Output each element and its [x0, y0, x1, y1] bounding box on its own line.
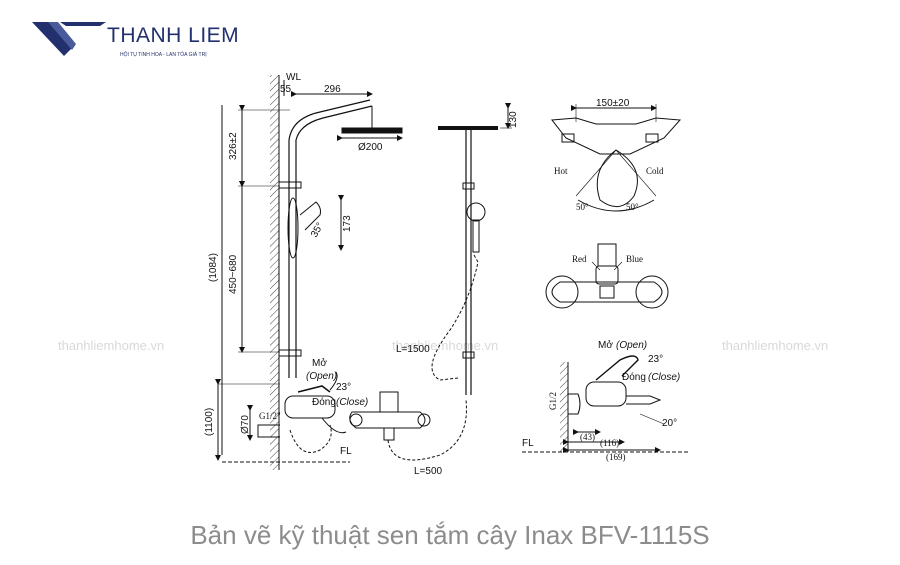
valve-front-cap: [597, 243, 617, 267]
dim-outlet: Ø70: [240, 415, 251, 434]
thread-label: G1/2": [259, 411, 281, 421]
valve-lever-angle: 23°: [648, 354, 663, 365]
shower-arm: [288, 99, 371, 141]
brand-logo-icon: [32, 22, 106, 56]
brand-tagline: HỘI TỤ TINH HOA - LAN TỎA GIÁ TRỊ: [120, 52, 207, 58]
front-mixer-outlet: [383, 428, 395, 441]
drawing-caption: Bản vẽ kỹ thuật sen tắm cây Inax BFV-111…: [190, 520, 710, 550]
hose-long-label: L=1500: [396, 344, 430, 355]
dim-head-drop: 326±2: [228, 132, 239, 160]
dim-floor-height: (1100): [204, 408, 215, 436]
angle-left: 50°: [576, 202, 589, 212]
open-label-en: (Open): [306, 371, 337, 382]
front-view-labels: 130 L=1500 L=500: [396, 111, 519, 477]
dim-slide-range: 450~680: [228, 254, 239, 294]
watermark-left: thanhliemhome.vn: [58, 338, 165, 353]
valve-open-label: Mở: [598, 339, 613, 351]
dim-wall-offset: 55: [280, 84, 292, 95]
front-hose-short: [387, 399, 467, 461]
top-lever: [596, 149, 638, 207]
valve-spout-angle: 20°: [662, 418, 677, 429]
valve-dim-c: (169): [606, 452, 626, 462]
open-label: Mở: [312, 357, 327, 369]
front-bracket-bottom: [462, 351, 475, 359]
cold-label: Cold: [646, 166, 664, 176]
top-view: [551, 104, 682, 212]
lever-angle-arc: [329, 371, 338, 391]
valve-side-wall-hatch: [560, 362, 568, 452]
watermark-center: thanhliemhome.vn: [392, 338, 499, 353]
valve-front-bar: [551, 281, 663, 303]
mixer-inlet: [257, 424, 280, 438]
valve-side-view: [522, 355, 690, 453]
technical-drawing: WL 55 296 326±2 450~680 (1084) (1100) Ø2…: [204, 72, 690, 477]
top-view-labels: 150±20 Hot Cold 50° 50°: [554, 98, 664, 212]
hand-shower-head: [299, 201, 321, 231]
wall-bracket-bottom: [278, 349, 302, 357]
hose-loop: [289, 424, 332, 453]
valve-front-outlet: [599, 285, 615, 299]
dim-head-height: 130: [508, 111, 519, 128]
floor-label: FL: [340, 446, 352, 457]
side-view-labels: WL 55 296 326±2 450~680 (1084) (1100) Ø2…: [204, 72, 383, 457]
top-angle-arc: [577, 199, 655, 212]
valve-front-view: [545, 243, 669, 309]
dim-hand-length: 173: [342, 215, 353, 232]
angle-right: 50°: [626, 202, 639, 212]
valve-side-spout: [626, 395, 662, 405]
front-hand-shower: [466, 202, 486, 222]
mixer-lever: [297, 385, 331, 393]
valve-dim-a: (43): [580, 432, 595, 442]
watermark-right: thanhliemhome.vn: [722, 338, 829, 353]
dim-head-diameter: Ø200: [358, 142, 383, 153]
valve-side-flange: [568, 393, 581, 415]
front-bracket-top: [462, 182, 475, 190]
valve-front-labels: Red Blue: [572, 254, 643, 264]
wall-bracket-top: [278, 181, 302, 189]
front-hand-grip: [472, 219, 480, 253]
wall-hatch: [270, 75, 279, 470]
valve-floor-label: FL: [522, 438, 534, 449]
lever-angle: 23°: [336, 382, 351, 393]
front-mixer-bar: [349, 411, 426, 429]
front-view: [349, 103, 512, 461]
close-label: Đóng: [312, 397, 336, 408]
hand-shower-body: [287, 197, 299, 259]
valve-close-label: Đóng: [622, 372, 646, 383]
valve-side-body: [585, 381, 627, 407]
side-view: [215, 75, 403, 470]
close-label-en: (Close): [336, 397, 368, 408]
hot-label: Hot: [554, 166, 568, 176]
shower-head: [341, 127, 403, 134]
brand-logo: THANH LIEM HỘI TỤ TINH HOA - LAN TỎA GIÁ…: [30, 18, 250, 63]
top-mixer-body: [551, 117, 682, 155]
front-mixer-body: [379, 391, 399, 413]
wall-label: WL: [286, 72, 301, 83]
valve-side-labels: Mở (Open) 23° Đóng (Close) 20° G1/2 (43)…: [522, 339, 680, 462]
valve-open-label-en: (Open): [616, 340, 647, 351]
front-hose-long: [431, 254, 479, 381]
mixer-spout: [321, 417, 347, 434]
mixer-body: [284, 395, 336, 419]
hose-short-label: L=500: [414, 466, 443, 477]
valve-side-lever: [595, 355, 639, 381]
brand-name: THANH LIEM: [107, 24, 240, 47]
dim-arm-reach: 296: [324, 84, 341, 95]
red-label: Red: [572, 254, 587, 264]
dim-center-distance: 150±20: [596, 98, 630, 109]
valve-thread: G1/2: [548, 392, 558, 410]
valve-close-label-en: (Close): [648, 372, 680, 383]
dim-total-height: (1084): [208, 253, 219, 282]
blue-label: Blue: [626, 254, 643, 264]
valve-dim-b: (116): [600, 438, 619, 448]
